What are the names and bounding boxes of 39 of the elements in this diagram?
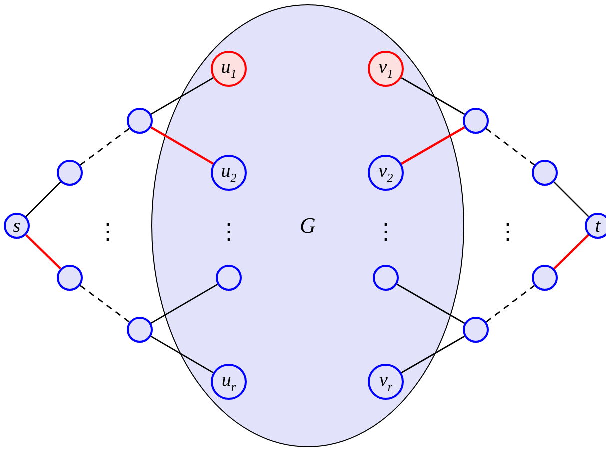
vertex-label: u$_{2}$ [221,162,237,184]
edge-line [150,336,214,374]
vertex-label: t [595,216,601,236]
vertex-label: s [13,216,21,236]
edge-line [150,126,214,165]
vertex-label: v$_{2}$ [378,162,394,184]
vertex-label: v$_{1}$ [378,58,394,80]
vertex-circle [127,108,153,134]
vertical-ellipsis: ⋮ [497,221,519,243]
edge-line [554,234,590,270]
edge-line [401,77,466,116]
vertex-label: v$_{r}$ [379,371,393,393]
vertex-circle [463,317,489,343]
vertex-circle [127,317,153,343]
vertical-ellipsis: ⋮ [218,221,240,243]
dashed-edge [486,128,536,166]
vertex-label: u$_{1}$ [221,58,237,80]
edge-line [401,126,466,165]
vertex-circle [532,160,558,186]
vertex-circle [57,160,83,186]
vertex-circle [4,213,30,239]
vertex-circle [585,213,606,239]
dashed-edge [486,285,536,323]
dashed-edge [80,128,130,166]
edge-line [26,182,62,218]
edge-line [401,336,466,374]
edge-line [150,77,214,116]
edge-line [26,234,62,270]
vertical-ellipsis: ⋮ [97,221,119,243]
edge-line [554,182,590,218]
vertical-ellipsis: ⋮ [375,221,397,243]
graph-label: G [300,213,316,239]
vertex-circle [532,265,558,291]
dashed-edge [80,285,130,323]
vertex-label: u$_{r}$ [222,371,236,393]
vertex-circle [463,108,489,134]
vertex-circle [57,265,83,291]
edge-line [150,284,218,324]
edge-line [396,284,466,324]
